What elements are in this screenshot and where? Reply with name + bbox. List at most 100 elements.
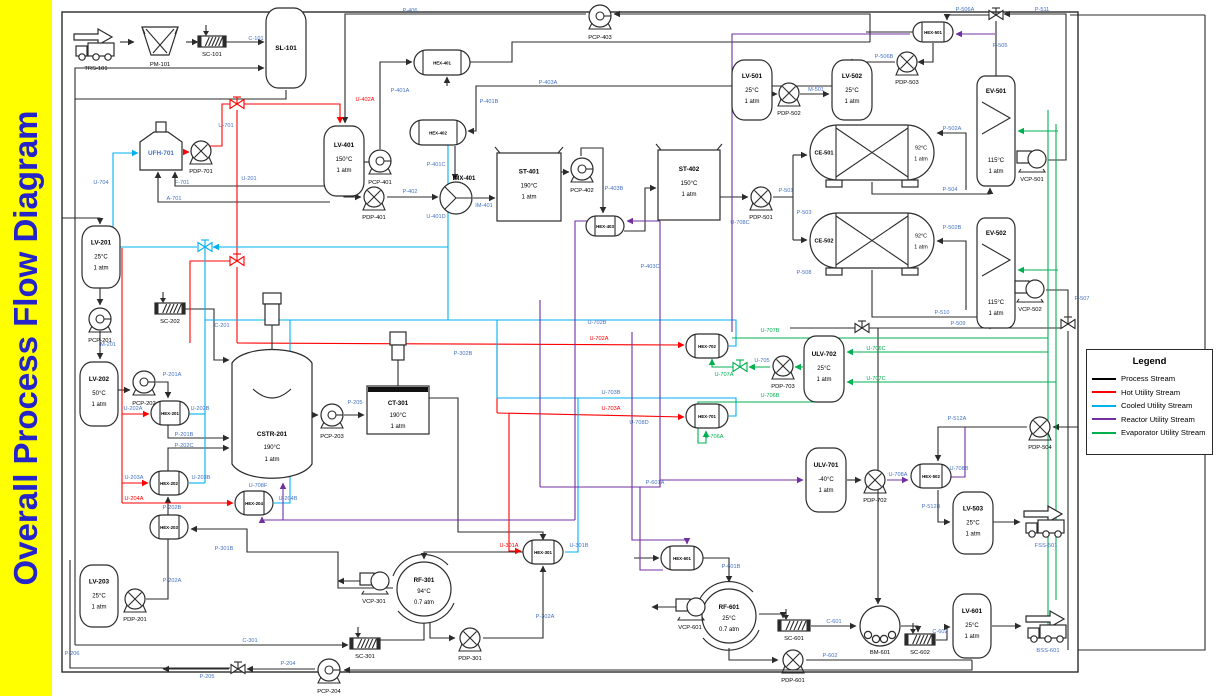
unit-sc-602: SC-602	[904, 623, 936, 656]
unit-sc-202: SC-202	[154, 292, 186, 325]
label: P-202B	[163, 505, 182, 511]
label: C-201	[214, 323, 229, 329]
valve-icon	[230, 661, 246, 675]
label: U-708D	[629, 420, 648, 426]
label: P-601A	[646, 480, 665, 486]
label: PCP-201	[88, 338, 112, 344]
label: VCP-501	[1020, 177, 1044, 183]
label: PDP-501	[749, 215, 773, 221]
label: UFH-701	[148, 150, 174, 157]
unit-pm-101: PM-101	[141, 26, 179, 68]
title-banner: Overall Process Flow Diagram	[0, 0, 52, 696]
label: SL-101	[275, 45, 297, 52]
label: U-201	[241, 176, 256, 182]
legend-label: Hot Utility Stream	[1121, 387, 1181, 397]
label: SC-602	[910, 650, 930, 656]
stream-line	[470, 41, 870, 63]
label: PDP-502	[777, 111, 801, 117]
label: -40°C	[818, 477, 834, 483]
label: ST-401	[519, 168, 540, 175]
label: 190°C	[264, 445, 281, 451]
label: U-203A	[125, 475, 144, 481]
label: HEX-201	[161, 411, 179, 416]
label: PCP-403	[588, 35, 612, 41]
label: U-202B	[191, 406, 210, 412]
stream-line	[937, 490, 951, 526]
unit-pdp-503: PDP-503	[895, 51, 919, 86]
legend-row: Reactor Utility Stream	[1092, 415, 1207, 424]
label: PDP-201	[123, 617, 147, 623]
unit-sc-601: SC-601	[777, 609, 811, 642]
label: U-708F	[249, 483, 268, 489]
label: SC-101	[202, 52, 222, 58]
label: HEX-403	[596, 224, 614, 229]
label: U-301A	[500, 543, 519, 549]
stream-line	[189, 260, 231, 343]
label: 1 atm	[914, 157, 928, 163]
valve-icon	[197, 239, 213, 253]
legend-row: Process Stream	[1092, 374, 1207, 383]
valve-icon	[229, 253, 245, 267]
label: 1 atm	[988, 169, 1003, 175]
unit-bm-601: BM-601	[859, 605, 901, 656]
label: VCP-301	[362, 599, 386, 605]
stream-line	[728, 648, 779, 664]
unit-hex-501: HEX-501	[912, 21, 954, 43]
unit-ulv-701: ULV-701-40°C1 atm	[805, 447, 847, 513]
unit-pcp-402: PCP-402	[570, 157, 594, 194]
streams-r	[121, 103, 685, 555]
label: P-506B	[875, 54, 894, 60]
label: TRS-101	[84, 66, 107, 72]
label: C-602	[932, 629, 947, 635]
label: 25°C	[745, 88, 759, 94]
label: 25°C	[966, 521, 980, 527]
label: P-512B	[922, 504, 941, 510]
unit-pcp-202: PCP-202	[132, 370, 156, 407]
legend-row: Evaporator Utility Stream	[1092, 428, 1207, 437]
label: LV-202	[89, 376, 110, 383]
label: 1 atm	[681, 192, 696, 198]
label: PDP-503	[895, 80, 919, 86]
stream-line	[379, 58, 413, 149]
unit-pdp-401: PDP-401	[362, 186, 386, 221]
label: LV-501	[742, 73, 763, 80]
label: HEX-401	[433, 61, 451, 66]
label: P-302A	[536, 614, 555, 620]
stream-line	[182, 308, 230, 364]
label: P-403A	[539, 80, 558, 86]
stream-line	[613, 10, 871, 42]
legend-label: Evaporator Utility Stream	[1121, 428, 1206, 437]
unit-hex-702: HEX-702	[685, 333, 729, 359]
label: U-707A	[715, 372, 734, 378]
label: P-406	[403, 8, 418, 14]
label: P-401B	[480, 99, 499, 105]
label: P-506A	[956, 7, 975, 13]
stream-line	[209, 103, 230, 147]
label: U-702B	[588, 320, 607, 326]
label: PCP-401	[368, 180, 392, 186]
label: 1 atm	[93, 266, 108, 272]
unit-pdp-504: PDP-504	[1028, 416, 1053, 451]
label: PDP-601	[781, 678, 805, 684]
label: P-512A	[948, 416, 967, 422]
label: 25°C	[965, 623, 979, 629]
legend-swatch-process	[1092, 377, 1116, 380]
streams-c	[112, 145, 737, 553]
valve-icon	[854, 320, 870, 334]
label: HEX-202	[160, 481, 178, 486]
label: SC-601	[784, 636, 804, 642]
label: HEX-601	[673, 556, 691, 561]
label: BSS-601	[1036, 648, 1059, 654]
stream-line	[1078, 15, 1206, 651]
label: P-508	[797, 270, 812, 276]
stream-line	[154, 171, 330, 203]
